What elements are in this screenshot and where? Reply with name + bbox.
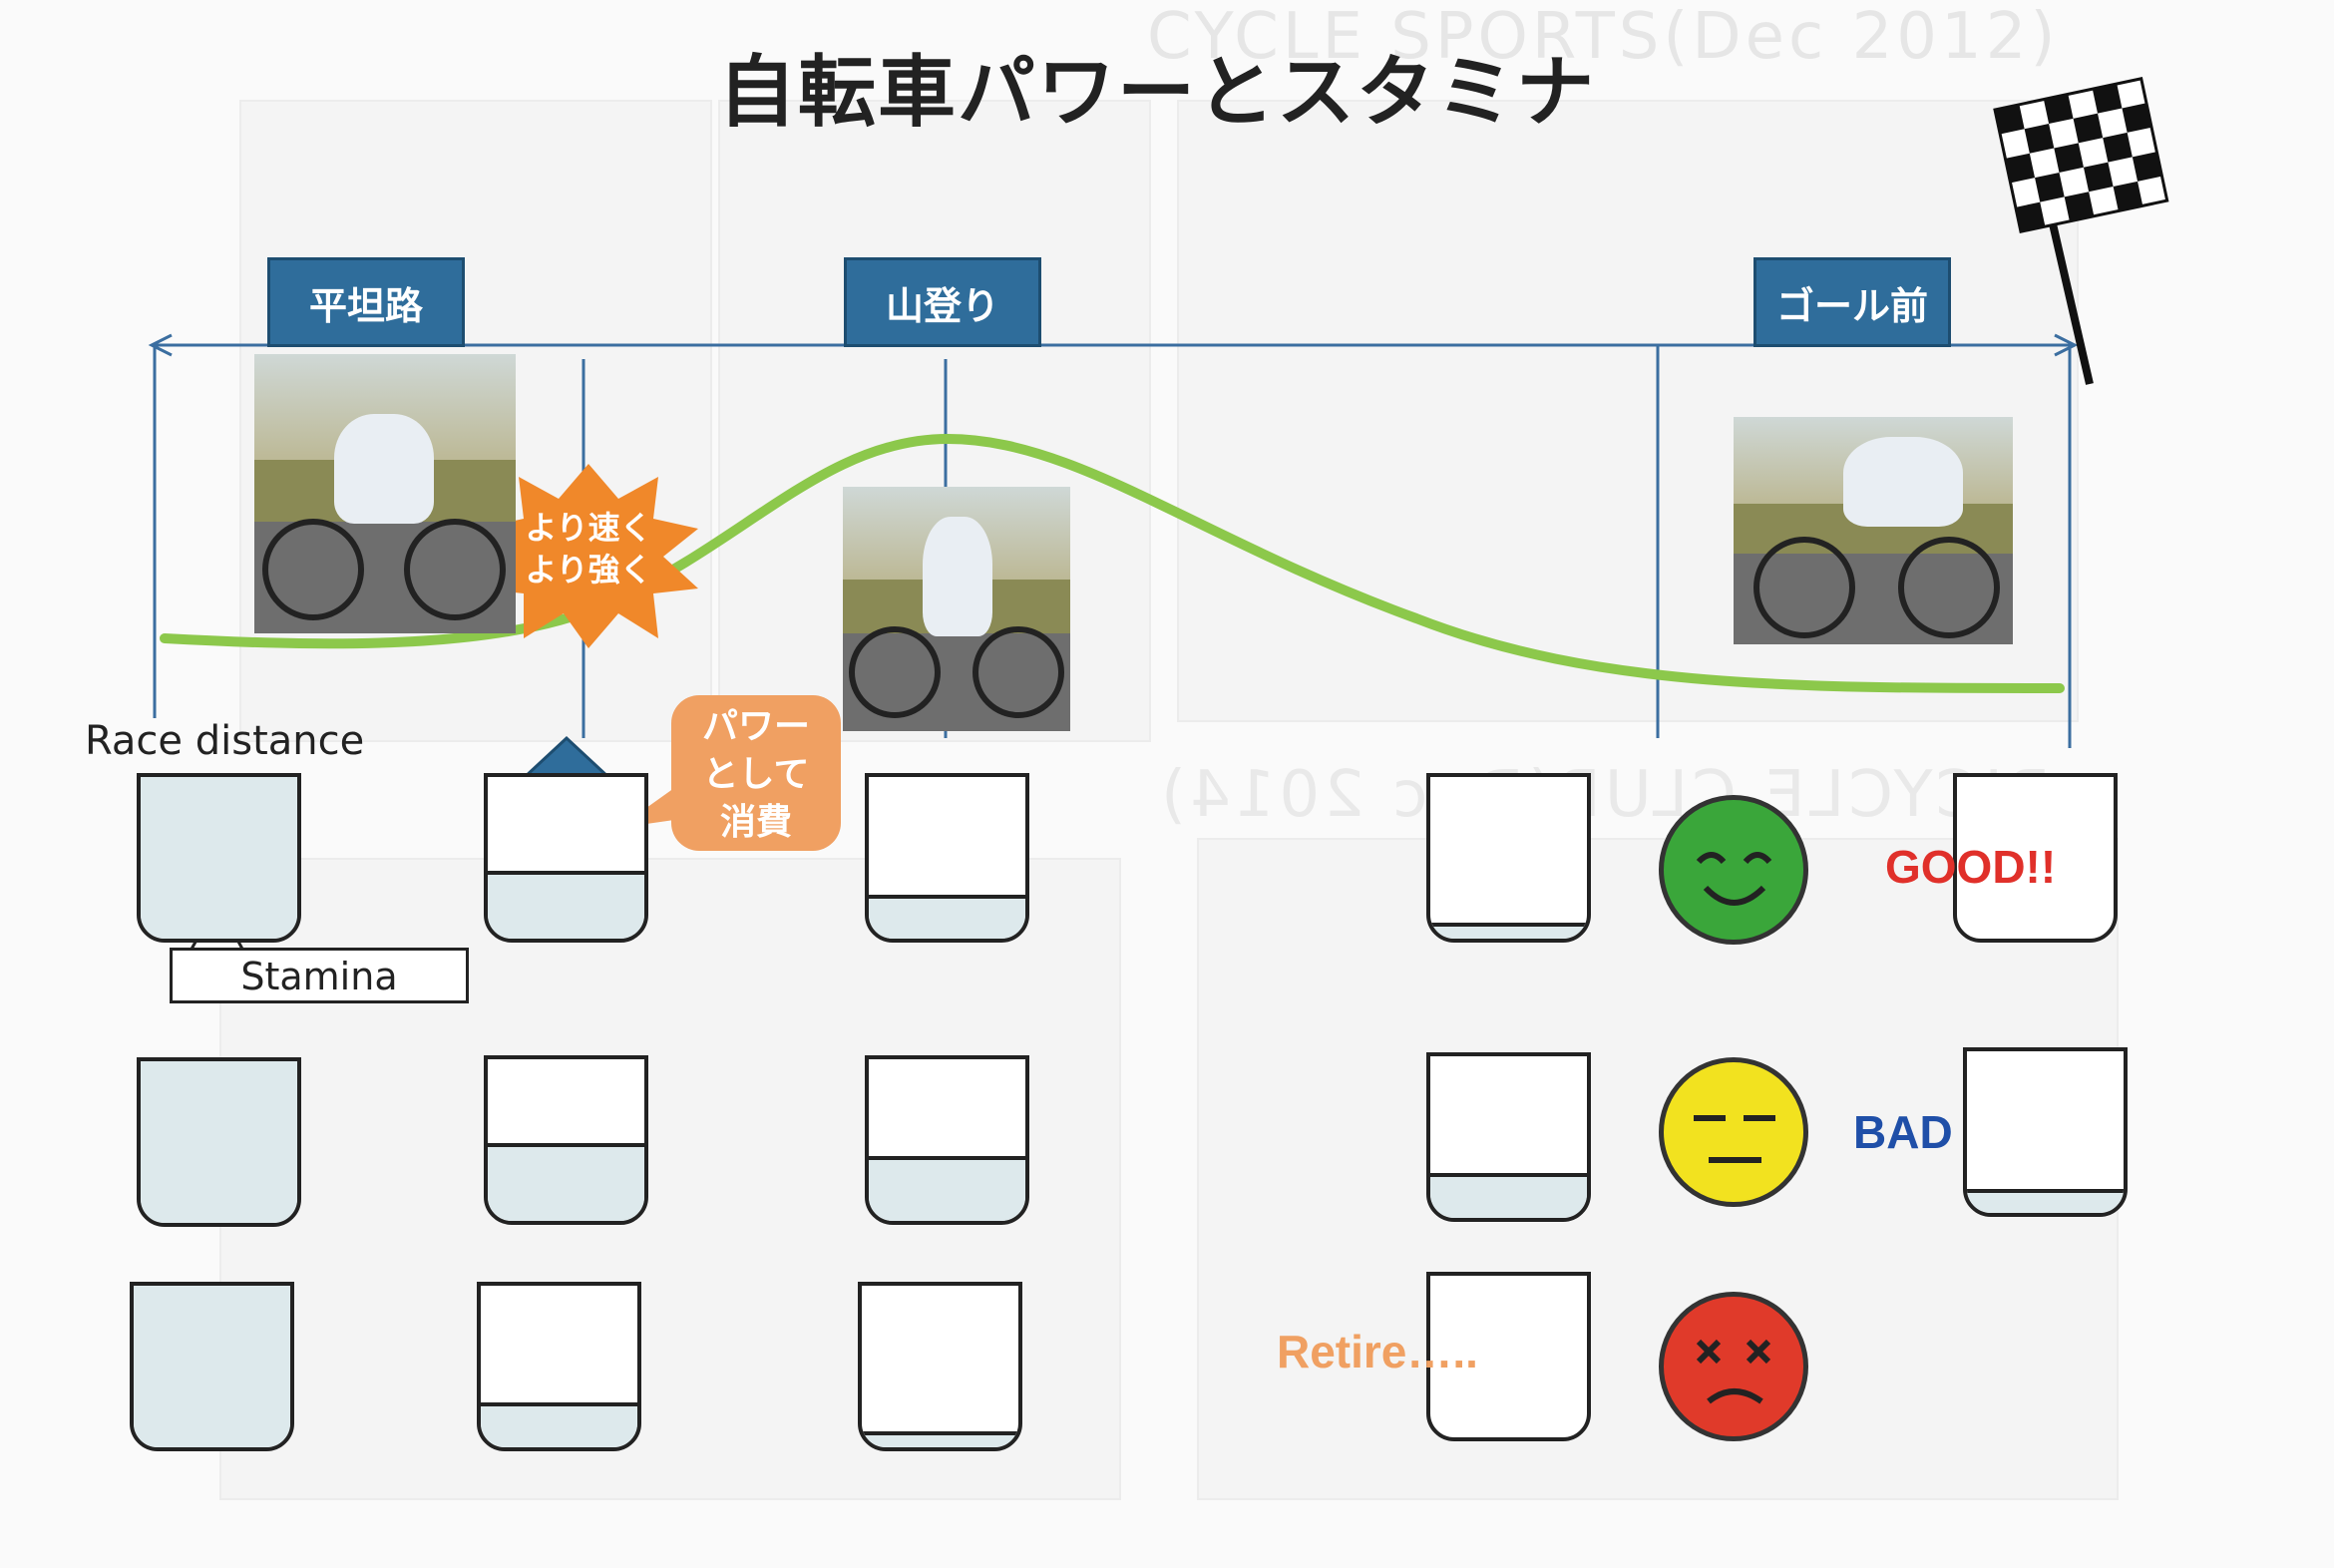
neutral-face-icon (1659, 1057, 1808, 1207)
race-line-arrow-right (2054, 333, 2079, 357)
stamina-cup-row1-start (137, 773, 301, 943)
retire-label: Retire….. (1277, 1326, 1478, 1377)
burst-callout-shape (479, 464, 698, 648)
stamina-cup-row1-flat (484, 773, 648, 943)
stamina-cup-row3-start (130, 1282, 294, 1451)
smiling-face-icon (1659, 795, 1808, 945)
stamina-cup-row2-pre-goal (1426, 1052, 1591, 1222)
race-line-arrow-left (148, 333, 173, 357)
good-label: GOOD!! (1885, 841, 2057, 893)
burst-line-1: より速く (525, 509, 652, 547)
stamina-cup-row1-goal (1953, 773, 2118, 943)
cyclist-photo-sprint (1734, 417, 2013, 644)
cyclist-photo-climb (843, 487, 1070, 731)
power-callout-line-1: パワー (701, 706, 810, 747)
stamina-cup-row2-start (137, 1057, 301, 1227)
stage-flat: 平坦路 (267, 257, 465, 347)
power-consumption-callout: パワー として 消費 (671, 695, 841, 851)
power-callout-line-2: として (702, 754, 810, 795)
checkered-flag-icon (1993, 77, 2169, 385)
stamina-cup-row1-climb (865, 773, 1029, 943)
stamina-cup-row2-goal (1963, 1047, 2128, 1217)
stamina-cup-row3-flat (477, 1282, 641, 1451)
burst-callout-text: より速く より強く (519, 507, 658, 590)
stage-pre-goal: ゴール前 (1753, 257, 1951, 347)
stage-climb: 山登り (844, 257, 1041, 347)
page-title: 自転車パワーとスタミナ (718, 48, 1597, 138)
stamina-callout: Stamina (170, 948, 469, 1003)
dizzy-face-icon (1659, 1292, 1808, 1441)
stamina-cup-row3-climb (858, 1282, 1022, 1451)
power-callout-line-3: 消費 (719, 802, 792, 843)
burst-line-2: より強く (525, 551, 652, 588)
stamina-cup-row2-flat (484, 1055, 648, 1225)
stamina-label: Stamina (240, 955, 398, 998)
stamina-cup-row2-climb (865, 1055, 1029, 1225)
stamina-cup-row3-pre-goal (1426, 1272, 1591, 1441)
background-magazine-text-top: CYCLE SPORTS(Dec 2012) (1147, 0, 2060, 74)
race-distance-label: Race distance (85, 718, 365, 764)
bad-label: BAD (1853, 1106, 1953, 1158)
cyclist-photo-flat (254, 354, 516, 633)
stamina-cup-row1-pre-goal (1426, 773, 1591, 943)
